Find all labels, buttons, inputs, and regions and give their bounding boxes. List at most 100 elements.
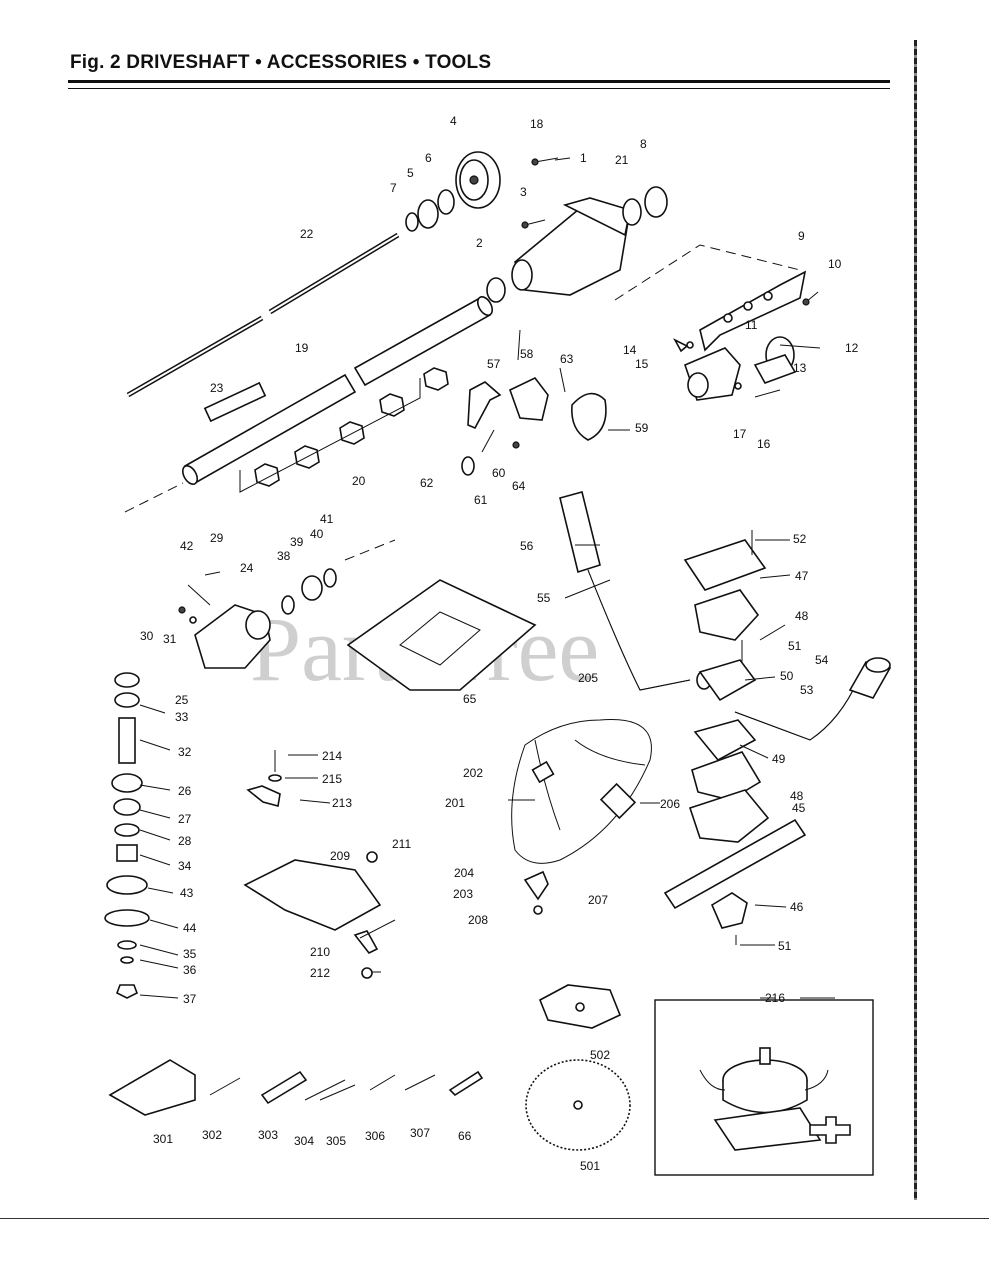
clutch-drum	[455, 151, 501, 209]
throttle-stop	[461, 456, 475, 476]
tool-pouch	[108, 1059, 196, 1116]
spacer-collar	[116, 844, 138, 862]
gear-head-washer	[189, 616, 197, 624]
throttle-housing	[509, 376, 549, 421]
callout-48-upper: 48	[795, 609, 809, 623]
callout-307: 307	[410, 1126, 430, 1140]
callout-214: 214	[322, 749, 342, 763]
callout-37: 37	[183, 992, 197, 1006]
callout-205: 205	[578, 671, 598, 685]
gear-head-screw	[187, 584, 211, 606]
box-wrench-tool	[260, 1070, 308, 1105]
callout-61: 61	[474, 493, 488, 507]
guard-nut	[366, 851, 378, 863]
spark-plug-tool	[404, 1074, 436, 1091]
callout-202: 202	[463, 766, 483, 780]
callout-303: 303	[258, 1128, 278, 1142]
figure-title: Fig. 2 DRIVESHAFT • ACCESSORIES • TOOLS	[70, 52, 492, 73]
hex-key-small	[319, 1084, 356, 1101]
callout-labels: 1 2 3 4 5 6 7 8 9 10 11 12 13 14 15 16 1…	[140, 114, 859, 1173]
callout-302: 302	[202, 1128, 222, 1142]
wing-nut	[673, 338, 689, 353]
throttle-cover	[571, 392, 607, 441]
callout-210: 210	[310, 945, 330, 959]
wing-washer	[686, 341, 694, 349]
callout-11: 11	[745, 318, 758, 332]
snap-ring	[437, 189, 455, 215]
callout-9: 9	[798, 229, 805, 243]
callout-51-upper: 51	[788, 639, 802, 653]
callout-47: 47	[795, 569, 809, 583]
tube-bushings	[239, 367, 449, 493]
callout-10: 10	[828, 257, 842, 271]
callout-3: 3	[520, 185, 527, 199]
clamp-bolt	[754, 389, 781, 398]
lock-washer	[117, 940, 137, 950]
callout-216: 216	[765, 991, 785, 1005]
harness-pad	[599, 782, 637, 820]
callout-13: 13	[793, 361, 807, 375]
callout-21: 21	[615, 153, 629, 167]
bracket-bolt	[802, 298, 810, 306]
callout-46: 46	[790, 900, 804, 914]
callout-211: 211	[392, 837, 411, 851]
throttle-pin	[559, 367, 566, 393]
callout-17: 17	[733, 427, 747, 441]
upper-clamp-half	[694, 589, 760, 641]
callout-62: 62	[420, 476, 434, 490]
callout-53: 53	[800, 683, 814, 697]
title-rule-top	[68, 80, 890, 83]
callout-63: 63	[560, 352, 574, 366]
callout-6: 6	[425, 151, 432, 165]
shoulder-harness	[511, 719, 652, 864]
callout-65: 65	[463, 692, 477, 706]
callout-212: 212	[310, 966, 330, 980]
callout-49: 49	[772, 752, 786, 766]
housing-snap-ring	[622, 198, 642, 226]
scan-edge-strip	[914, 40, 917, 1200]
callout-203: 203	[453, 887, 473, 901]
callout-18: 18	[530, 117, 544, 131]
bearing-upper	[114, 692, 140, 708]
blade-bolt	[115, 984, 139, 999]
callout-32: 32	[178, 745, 192, 759]
callout-28: 28	[178, 834, 192, 848]
callout-60: 60	[492, 466, 506, 480]
harness-buckle	[531, 760, 555, 784]
callout-12: 12	[845, 341, 859, 355]
throttle-trigger	[467, 381, 502, 430]
handle-grip-body	[753, 354, 797, 384]
driveshaft-rod	[126, 232, 400, 398]
callout-8: 8	[640, 137, 647, 151]
callout-4: 4	[450, 114, 457, 128]
callout-30: 30	[140, 629, 154, 643]
callout-59: 59	[635, 421, 649, 435]
clamp-spacer-top	[698, 659, 757, 702]
trimmer-head	[699, 1047, 851, 1151]
input-bearing	[301, 575, 323, 601]
callout-57: 57	[487, 357, 501, 371]
handle-clamp	[684, 347, 741, 401]
output-shaft	[118, 717, 136, 764]
callout-15: 15	[635, 357, 649, 371]
callout-58: 58	[520, 347, 534, 361]
callout-213: 213	[332, 796, 352, 810]
callout-22: 22	[300, 227, 314, 241]
guard-clip	[353, 930, 379, 955]
callout-5: 5	[407, 166, 414, 180]
hex-key-tool	[369, 1074, 396, 1091]
clamp-cap	[683, 539, 767, 591]
callout-40: 40	[310, 527, 324, 541]
callout-45: 45	[792, 801, 806, 815]
seal	[114, 672, 140, 688]
harness-hook-bracket	[523, 870, 549, 901]
callout-502: 502	[590, 1048, 610, 1062]
callout-306: 306	[365, 1129, 385, 1143]
callout-208: 208	[468, 913, 488, 927]
callout-204: 204	[454, 866, 474, 880]
callout-35: 35	[183, 947, 197, 961]
bearing-lower	[111, 773, 143, 793]
callout-31: 31	[163, 632, 177, 646]
